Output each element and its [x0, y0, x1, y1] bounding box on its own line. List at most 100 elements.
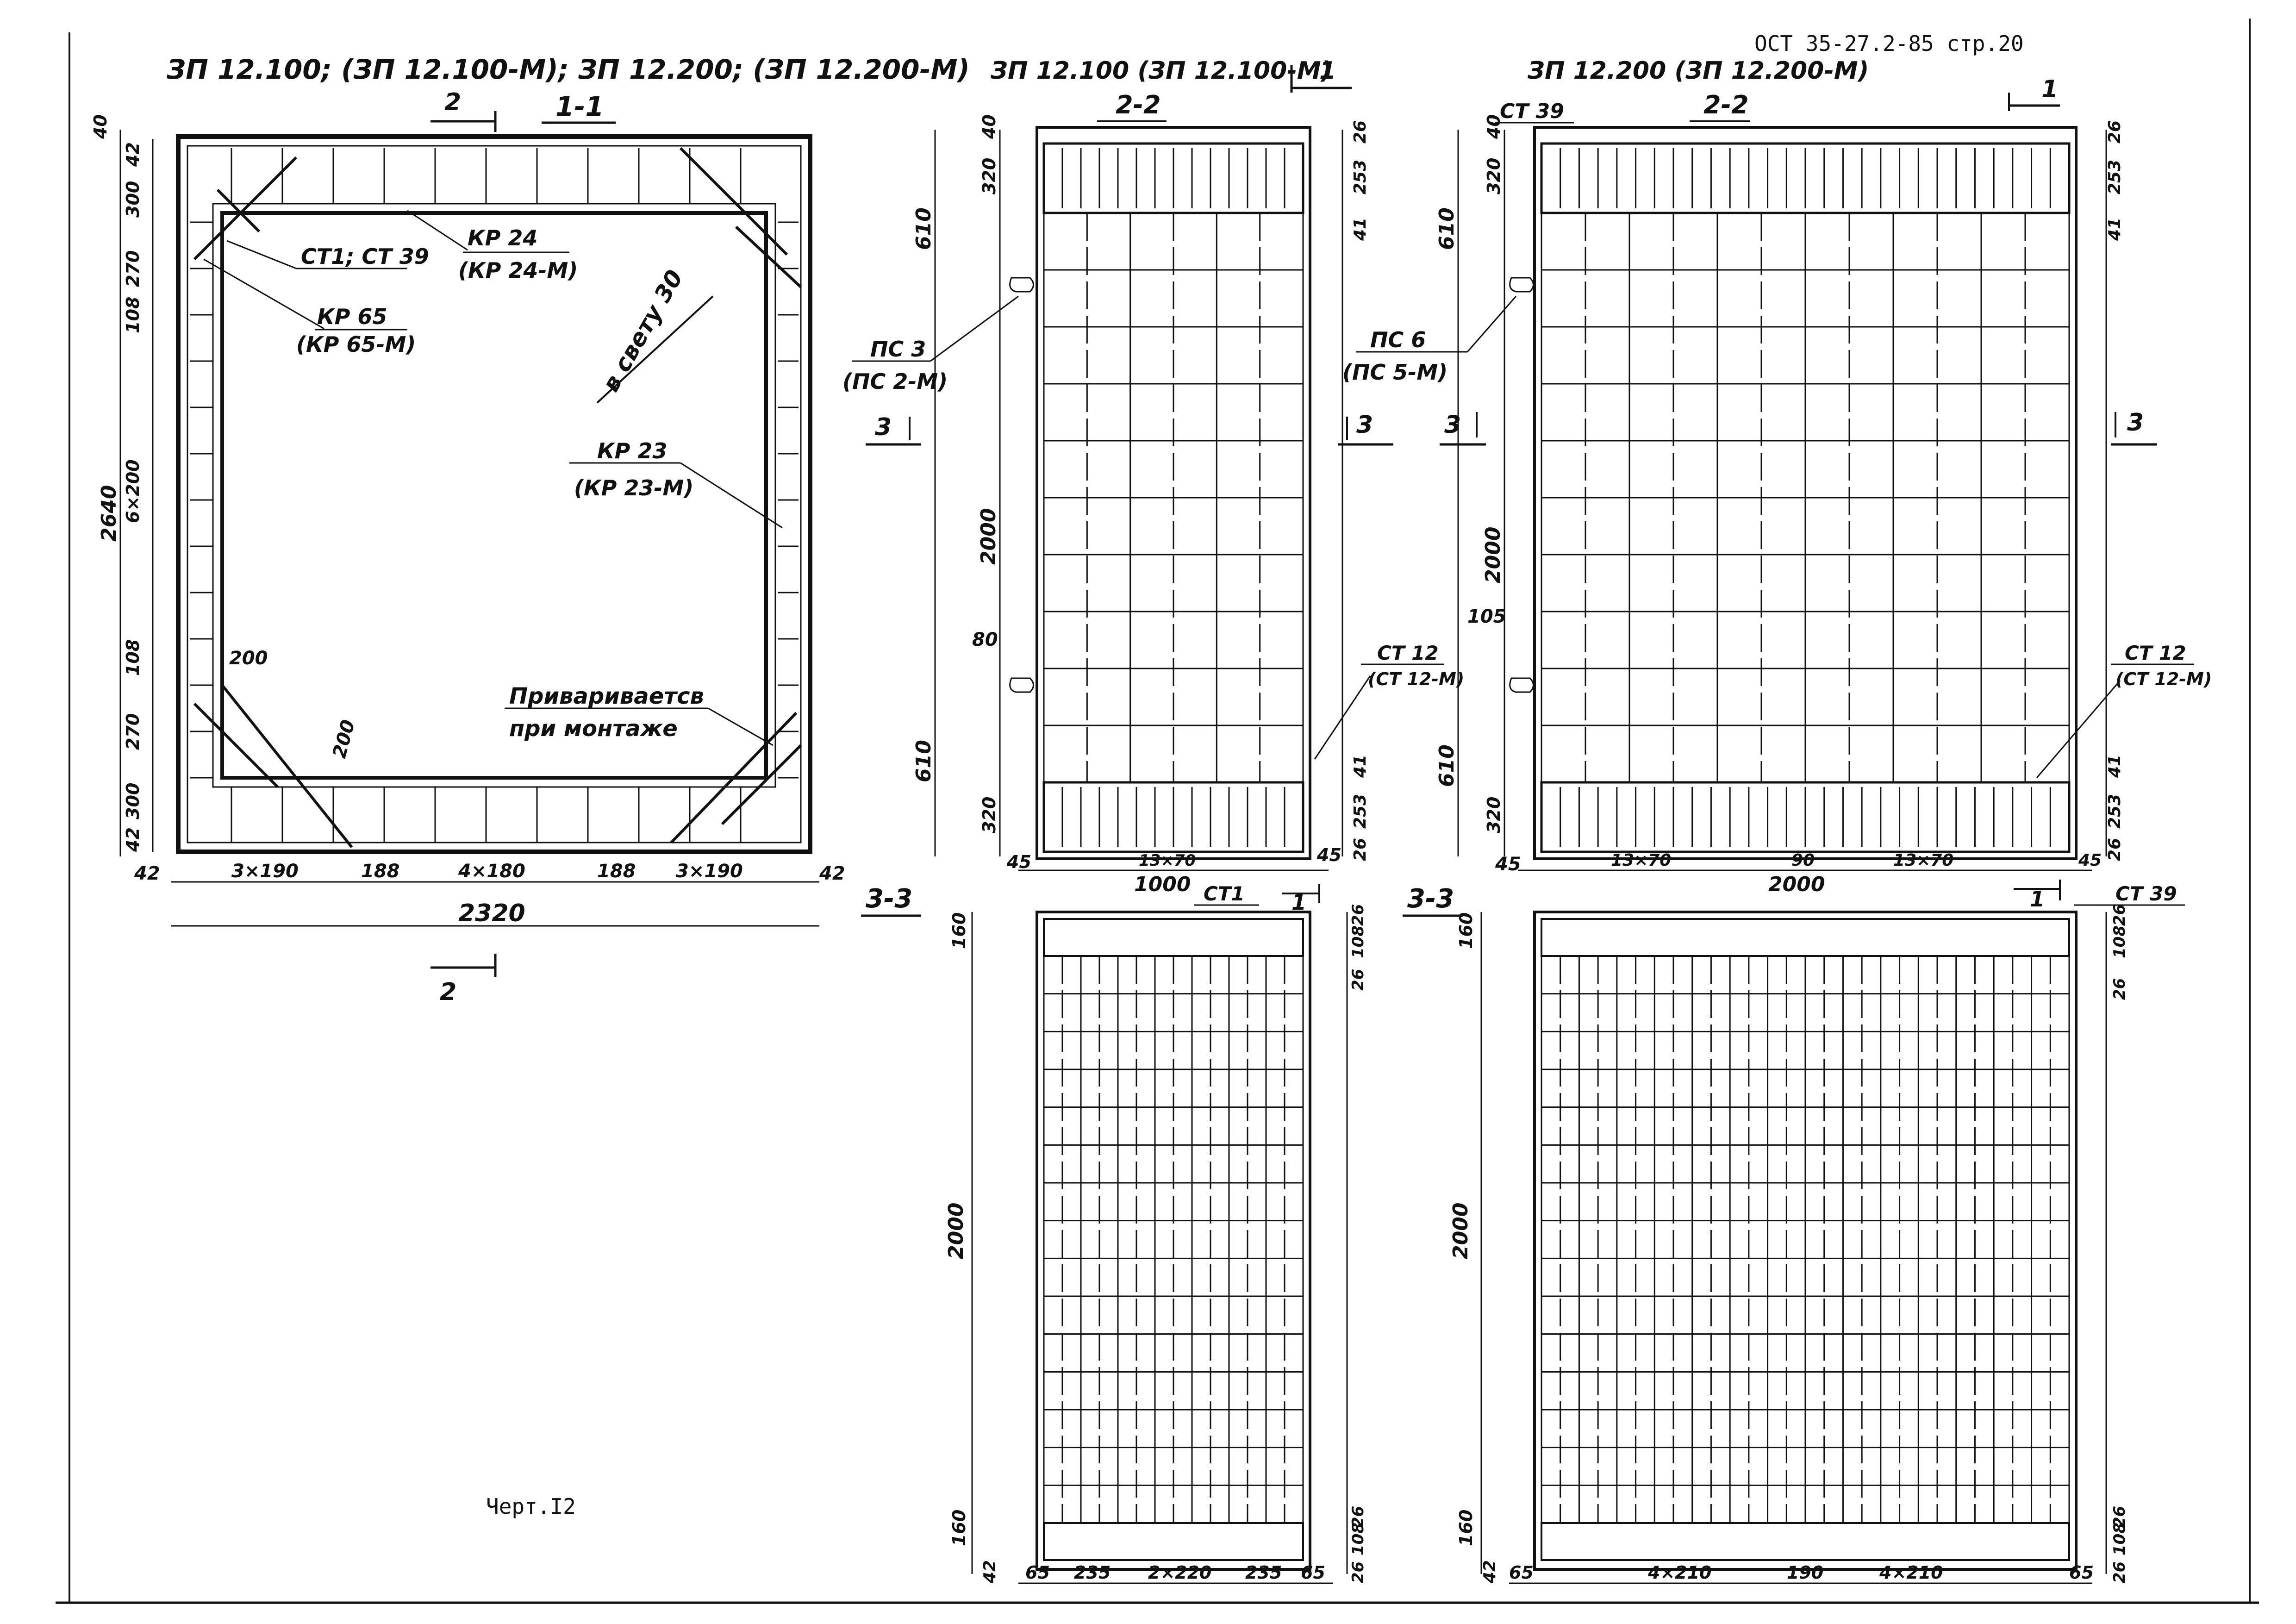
- svg-text:253: 253: [2105, 794, 2124, 829]
- svg-text:108: 108: [1349, 1523, 1367, 1555]
- svg-text:(КР 23-М): (КР 23-М): [574, 475, 693, 500]
- svg-text:320: 320: [979, 797, 999, 833]
- cut-mark-1-b: 1: [2008, 75, 2060, 111]
- svg-text:2000: 2000: [977, 508, 1000, 565]
- svg-text:1: 1: [1319, 57, 1336, 85]
- cut-mark-1-3a: 1: [1282, 884, 1320, 915]
- svg-text:26: 26: [1351, 120, 1370, 144]
- stirrups-ring: [190, 148, 799, 843]
- svg-text:65: 65: [2069, 1562, 2094, 1583]
- svg-text:80: 80: [972, 629, 998, 650]
- svg-text:26: 26: [1349, 904, 1367, 926]
- svg-text:253: 253: [1351, 794, 1370, 829]
- cut-mark-1-3b: 1: [2014, 880, 2061, 912]
- view-1-1-dim-bottom: 42 3×190 188 4×180 188 3×190 42 2320: [134, 861, 845, 927]
- view-2-2-b-header: ЗП 12.200 (ЗП 12.200-М): [1527, 57, 1869, 85]
- svg-text:КР 65: КР 65: [317, 304, 387, 329]
- callout-welded-on-site: Привариваетсв при монтаже: [505, 683, 774, 746]
- callout-ct12-a: СТ 12 (СТ 12-М): [1314, 642, 1464, 760]
- view-3-3-b: 3-3 СТ 39 1 160 2000 160 42 26 108 26 26…: [1403, 880, 2185, 1584]
- svg-text:26: 26: [2110, 1562, 2129, 1583]
- svg-text:42: 42: [980, 1560, 999, 1584]
- svg-text:ПС 3: ПС 3: [870, 337, 926, 362]
- svg-text:3×190: 3×190: [676, 861, 743, 882]
- view-1-1: ЗП 12.100; (ЗП 12.100-М); ЗП 12.200; (ЗП…: [90, 54, 970, 1006]
- svg-text:1: 1: [2030, 887, 2045, 912]
- svg-text:3×190: 3×190: [231, 861, 299, 882]
- svg-text:320: 320: [1484, 158, 1504, 194]
- view-2-2-a: ЗП 12.100 (ЗП 12.100-М) 2-2 1 40 320 610…: [842, 57, 1464, 896]
- svg-text:3: 3: [875, 413, 892, 441]
- svg-text:41: 41: [2105, 218, 2124, 241]
- svg-text:3: 3: [1356, 411, 1373, 439]
- svg-text:320: 320: [1484, 797, 1504, 833]
- view-1-1-header: ЗП 12.100; (ЗП 12.100-М); ЗП 12.200; (ЗП…: [166, 54, 970, 85]
- callout-ct12-b: СТ 12 (СТ 12-М): [2036, 642, 2212, 778]
- view-2-2-b-section-label: 2-2: [1703, 90, 1749, 119]
- svg-text:СТ1; СТ 39: СТ1; СТ 39: [301, 244, 429, 269]
- view-2-2-a-dims-right: 26 253 41 41 253 26: [1341, 120, 1370, 861]
- svg-text:2000: 2000: [1481, 527, 1505, 583]
- view-3-3-b-dims-left: 160 2000 160 42: [1449, 912, 1499, 1584]
- svg-text:65: 65: [1509, 1562, 1534, 1583]
- view-2-2-a-section-label: 2-2: [1116, 90, 1161, 119]
- svg-text:26: 26: [1349, 1506, 1367, 1528]
- svg-text:3: 3: [2127, 409, 2144, 437]
- svg-text:26: 26: [1351, 838, 1370, 861]
- svg-text:(СТ 12-М): (СТ 12-М): [1368, 669, 1464, 689]
- svg-text:610: 610: [912, 740, 936, 782]
- svg-text:45: 45: [2078, 851, 2102, 870]
- svg-text:188: 188: [361, 861, 400, 882]
- svg-text:160: 160: [949, 912, 969, 949]
- view-3-3-a-dims-bottom: 65 235 2×220 235 65: [1018, 1562, 1333, 1584]
- svg-text:42: 42: [123, 142, 143, 167]
- view-3-3-b-dims-bottom: 65 4×210 190 4×210 65: [1509, 1562, 2094, 1584]
- callout-kr24: КР 24 (КР 24-М): [407, 210, 578, 283]
- svg-text:253: 253: [2105, 160, 2124, 194]
- svg-text:65: 65: [1301, 1562, 1325, 1583]
- sheet-frame: [56, 19, 2259, 1604]
- view-3-3-a: 3-3 СТ1 1 160 2000 160 42 26 108 26 26 1…: [861, 882, 1367, 1584]
- svg-text:200: 200: [229, 648, 268, 669]
- drawing-number: Черт.I2: [486, 1494, 576, 1519]
- svg-text:188: 188: [597, 861, 636, 882]
- callout-kr65: КР 65 (КР 65-М): [203, 258, 416, 357]
- svg-text:90: 90: [1791, 851, 1815, 870]
- svg-text:108: 108: [2110, 925, 2129, 958]
- svg-text:270: 270: [123, 713, 143, 750]
- mesh-grid-2-2-b: [1541, 148, 2070, 847]
- view-2-2-b-total: 2000: [1768, 873, 1825, 896]
- svg-text:300: 300: [123, 181, 143, 218]
- svg-text:26: 26: [2110, 904, 2129, 926]
- view-2-2-a-dims-left: 40 320 610 2000 80 610 320: [912, 114, 1001, 856]
- svg-text:108: 108: [123, 297, 143, 333]
- svg-text:40: 40: [1484, 114, 1504, 139]
- svg-text:45: 45: [1316, 845, 1341, 865]
- svg-text:41: 41: [1351, 755, 1370, 778]
- corner-haunch-bars: [193, 147, 802, 848]
- svg-text:45: 45: [1495, 854, 1521, 875]
- view-2-2-a-total: 1000: [1134, 873, 1191, 896]
- svg-text:160: 160: [1456, 1510, 1476, 1546]
- cut-mark-3-a-left: 3: [866, 413, 921, 446]
- view-1-1-outer-wall: [176, 134, 812, 854]
- svg-text:610: 610: [1435, 744, 1459, 787]
- svg-text:42: 42: [819, 863, 845, 884]
- view-3-3-a-dims-right: 26 108 26 26 108 26: [1346, 904, 1367, 1583]
- svg-text:Привариваетсв: Привариваетсв: [509, 683, 704, 709]
- svg-text:4×210: 4×210: [1647, 1562, 1712, 1583]
- mesh-grid-2-2-a: [1043, 148, 1304, 847]
- svg-text:610: 610: [912, 207, 936, 250]
- svg-text:26: 26: [2105, 120, 2124, 144]
- svg-text:42: 42: [123, 827, 143, 852]
- mesh-grid-3-3-a: [1043, 955, 1304, 1524]
- view-3-3-b-ct39: СТ 39: [2115, 882, 2177, 905]
- view-3-3-a-ct1: СТ1: [1204, 882, 1245, 905]
- svg-text:(КР 24-М): (КР 24-М): [458, 258, 578, 283]
- svg-text:4×180: 4×180: [458, 861, 525, 882]
- svg-text:235: 235: [1074, 1562, 1111, 1583]
- svg-text:610: 610: [1435, 207, 1459, 250]
- view-1-1-total-width: 2320: [458, 899, 525, 927]
- view-2-2-b-dims-left: 40 320 610 2000 105 610 320: [1435, 114, 1506, 856]
- callout-st1-st39: СТ1; СТ 39: [226, 240, 429, 269]
